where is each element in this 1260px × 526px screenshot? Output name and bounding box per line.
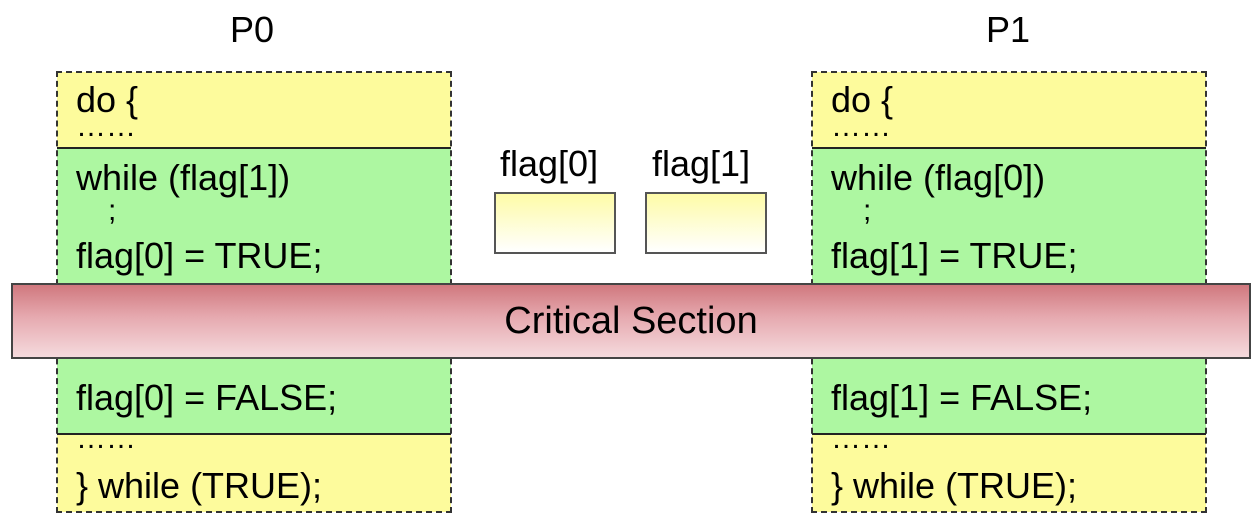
p1-top-remainder bbox=[812, 72, 1206, 148]
p0-entry-section bbox=[57, 148, 451, 284]
flag-1-label: flag[1] bbox=[652, 143, 751, 184]
p1-semicolon: ; bbox=[863, 194, 872, 227]
p0-entry-dots: …… bbox=[76, 110, 136, 143]
p0-set-true: flag[0] = TRUE; bbox=[76, 235, 323, 276]
p1-set-false: flag[1] = FALSE; bbox=[831, 377, 1093, 418]
p0-do: do { bbox=[76, 79, 139, 120]
p0-while-line: while (flag[1]) bbox=[76, 157, 291, 198]
p0-bottom-remainder bbox=[57, 434, 451, 512]
p1-divider-bottom bbox=[812, 433, 1206, 435]
p0-divider-bottom bbox=[57, 433, 451, 435]
p1-do: do { bbox=[831, 79, 894, 120]
p1-entry-dots: …… bbox=[831, 110, 891, 143]
flag-0-label: flag[0] bbox=[500, 143, 599, 184]
p0-divider-top bbox=[57, 147, 451, 149]
p1-bottom-remainder bbox=[812, 434, 1206, 512]
p0-exit-dots: …… bbox=[76, 422, 136, 455]
process-label-p1: P1 bbox=[986, 9, 1031, 50]
process-label-p0: P0 bbox=[230, 9, 275, 50]
p1-divider-top bbox=[812, 147, 1206, 149]
p0-set-false: flag[0] = FALSE; bbox=[76, 377, 338, 418]
p1-exit-section bbox=[812, 358, 1206, 434]
critical-section-band: Critical Section bbox=[11, 283, 1251, 359]
flag-0-box bbox=[494, 192, 616, 254]
p1-end-while: } while (TRUE); bbox=[831, 465, 1078, 506]
p1-while-line: while (flag[0]) bbox=[831, 157, 1046, 198]
p0-exit-section bbox=[57, 358, 451, 434]
flag-1-box bbox=[645, 192, 767, 254]
p1-exit-dots: …… bbox=[831, 422, 891, 455]
p1-entry-section bbox=[812, 148, 1206, 284]
p0-semicolon: ; bbox=[108, 194, 117, 227]
critical-section-label: Critical Section bbox=[504, 299, 758, 342]
p1-set-true: flag[1] = TRUE; bbox=[831, 235, 1078, 276]
p0-top-remainder bbox=[57, 72, 451, 148]
p0-end-while: } while (TRUE); bbox=[76, 465, 323, 506]
